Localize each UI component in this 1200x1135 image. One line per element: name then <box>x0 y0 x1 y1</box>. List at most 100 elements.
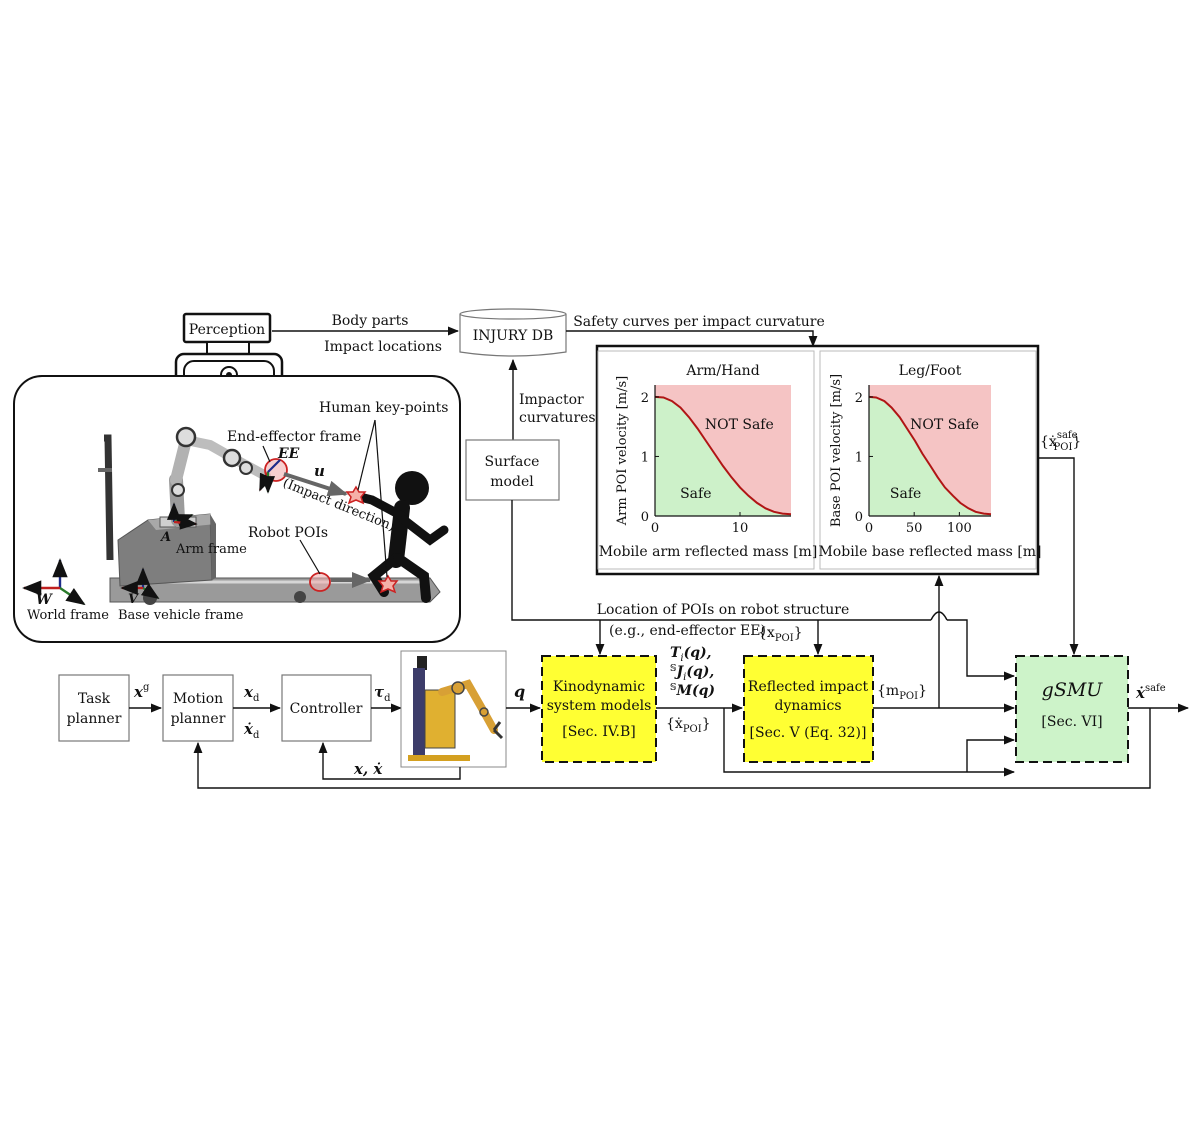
gsmu-title: gSMU <box>1042 679 1104 701</box>
w-symbol: W <box>36 592 53 608</box>
poi-sub-text: POI <box>1054 442 1073 453</box>
xdot-d-sub-text: d <box>253 730 260 741</box>
xdot-safe-symbol: ẋsafe <box>1135 683 1166 702</box>
x-tick-label: 0 <box>651 521 659 536</box>
ee-symbol: EE <box>277 446 300 462</box>
motion-planner-line-1: Motion <box>173 691 223 707</box>
robot-image-block <box>400 650 507 768</box>
injury-db-block: INJURY DB <box>459 308 567 357</box>
safe-label: Safe <box>680 486 711 502</box>
perception-label: Perception <box>189 322 265 338</box>
motion-planner-line-2: planner <box>171 711 226 727</box>
x-d-symbol: xd <box>243 683 260 704</box>
kinodynamic-line-1: Kinodynamic <box>553 679 645 695</box>
gsmu-section: [Sec. VI] <box>1041 714 1102 730</box>
impactor-label-2: curvatures <box>519 410 596 426</box>
key-point-hand-icon <box>345 485 367 505</box>
gsmu-block: gSMU [Sec. VI] <box>1015 655 1129 763</box>
location-pois-label: Location of POIs on robot structure <box>597 602 850 618</box>
j-i-rest-text: (q), <box>686 664 714 680</box>
xdot-poi-close-text: } <box>702 716 711 732</box>
surface-model-block: Surface model <box>465 439 560 501</box>
j-i-symbol: 𝕊Ji(q), <box>670 664 714 683</box>
y-axis-label: Arm POI velocity [m/s] <box>615 376 630 526</box>
controller-block: Controller <box>281 674 372 742</box>
reflected-impact-block: Reflected impact dynamics [Sec. V (Eq. 3… <box>743 655 874 763</box>
task-planner-line-2: planner <box>67 711 122 727</box>
controller-label: Controller <box>290 701 363 717</box>
x-tick-label: 100 <box>947 521 972 536</box>
surface-model-line-2: model <box>490 474 534 490</box>
t-i-rest-text: (q), <box>684 645 712 661</box>
x-goal-symbol: xg <box>133 682 150 701</box>
impactor-label-1: Impactor <box>519 392 584 408</box>
xdot-poi-symbol: {ẋPOI} <box>666 716 711 735</box>
x-axis-label: Mobile arm reflected mass [m] <box>599 544 818 560</box>
m-q-text: M(q) <box>676 683 716 699</box>
xdot-safe-text: ẋ <box>1135 684 1146 702</box>
safety-curve <box>868 395 992 516</box>
y-tick-label: 0 <box>855 510 863 525</box>
x-poi-set-text: {x <box>758 625 775 641</box>
x-goal-sup-text: g <box>143 682 150 693</box>
robot-pois-label: Robot POIs <box>248 525 328 541</box>
not-safe-label: NOT Safe <box>705 417 774 433</box>
kinodynamic-block: Kinodynamic system models [Sec. IV.B] <box>541 655 657 763</box>
chart-title: Arm/Hand <box>685 363 759 379</box>
tau-d-text: τ <box>374 683 385 701</box>
xdot-safe-poi-text: {ẋ <box>1040 434 1057 450</box>
y-tick-label: 2 <box>641 391 649 406</box>
surface-model-line-1: Surface <box>485 454 540 470</box>
j-i-s-text: 𝕊 <box>670 664 677 674</box>
base-poi-marker <box>309 572 331 592</box>
x-tick-label: 10 <box>732 521 749 536</box>
xdot-d-symbol: ẋd <box>243 720 260 741</box>
x-tick-label: 0 <box>865 521 873 536</box>
motion-planner-block: Motion planner <box>162 674 234 742</box>
m-poi-sub-text: POI <box>899 691 918 702</box>
safe-sup-text: safe <box>1057 430 1078 441</box>
kinodynamic-line-3: [Sec. IV.B] <box>562 724 635 740</box>
xdot-d-text: ẋ <box>243 720 254 738</box>
safety-curves-label: Safety curves per impact curvature <box>573 314 825 330</box>
j-i-text: J <box>674 664 685 680</box>
safe-region <box>655 396 791 516</box>
x-goal-text: x <box>133 683 144 701</box>
safe-label: Safe <box>890 486 921 502</box>
xdot-poi-set-text: {ẋ <box>666 716 683 732</box>
t-i-symbol: Ti(q), <box>670 645 712 664</box>
xdot-poi-sub-text: POI <box>683 724 702 735</box>
reflected-line-3: [Sec. V (Eq. 32)] <box>750 725 867 741</box>
m-q-s-text: 𝕊 <box>670 683 677 693</box>
safety-curve <box>654 395 792 516</box>
base-vehicle-frame-label: Base vehicle frame <box>118 608 244 623</box>
x-poi-symbol: {xPOI} <box>758 625 803 644</box>
injury-db-label: INJURY DB <box>473 328 554 344</box>
reflected-line-1: Reflected impact <box>748 679 869 695</box>
m-poi-close-text: } <box>918 683 927 699</box>
safe-region <box>869 396 991 516</box>
y-tick-label: 0 <box>641 510 649 525</box>
x-axis-label: Mobile base reflected mass [m] <box>818 544 1041 560</box>
location-pois-eg-label: (e.g., end-effector EE) <box>609 623 766 639</box>
xdot-safe-sup-text: safe <box>1145 683 1166 694</box>
arm-frame-label: Arm frame <box>175 542 247 557</box>
chart-title: Leg/Foot <box>899 363 962 379</box>
key-point-foot-icon <box>377 574 399 594</box>
not-safe-label: NOT Safe <box>910 417 979 433</box>
x-d-text: x <box>243 683 254 701</box>
t-i-text: T <box>670 645 682 661</box>
body-parts-label: Body parts <box>332 313 409 329</box>
tau-d-sub-text: d <box>384 693 391 704</box>
x-xdot-symbol: x, ẋ <box>353 760 383 778</box>
impact-locations-label: Impact locations <box>324 339 442 355</box>
t-i-sub-text: i <box>680 653 683 664</box>
y-tick-label: 1 <box>641 450 649 465</box>
task-planner-line-1: Task <box>78 691 111 707</box>
human-key-points-label: Human key-points <box>319 400 448 416</box>
x-poi-sub-text: POI <box>775 633 794 644</box>
x-poi-close-text: } <box>794 625 803 641</box>
